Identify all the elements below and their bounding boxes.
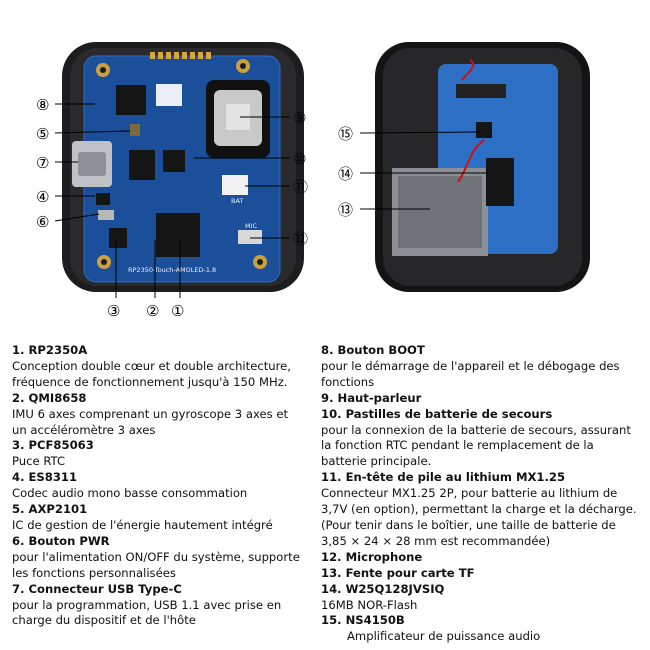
component-description: Amplificateur de puissance audio bbox=[347, 629, 541, 644]
component-title: 11. En-tête de pile au lithium MX1.25 bbox=[321, 470, 566, 485]
mic-label: MIC bbox=[245, 222, 258, 230]
callout-3: ③ bbox=[107, 302, 120, 320]
component-description: Codec audio mono basse consommation bbox=[12, 486, 248, 501]
callout-9: ⑨ bbox=[293, 109, 306, 127]
component-description: Puce RTC bbox=[12, 454, 66, 469]
component-title: 4. ES8311 bbox=[12, 470, 78, 485]
mounting-holes bbox=[96, 59, 267, 269]
component-description: fonctions bbox=[321, 374, 375, 389]
callout-11: ⑪ bbox=[293, 178, 308, 196]
component-description: un accéléromètre 3 axes bbox=[12, 422, 156, 437]
small-ic bbox=[96, 193, 110, 205]
callout-2: ② bbox=[146, 302, 159, 320]
component-title: 14. W25Q128JVSIQ bbox=[321, 581, 445, 596]
component-description: la fonction RTC pendant le remplacement … bbox=[321, 438, 594, 453]
component-title: 8. Bouton BOOT bbox=[321, 343, 425, 357]
callout-1: ① bbox=[171, 302, 184, 320]
callout-8: ⑧ bbox=[36, 96, 49, 114]
callout-7: ⑦ bbox=[36, 154, 49, 172]
board-diagram: RP2350-Touch-AMOLED-1.8 MIC BAT ⑧ bbox=[36, 42, 590, 320]
callout-15: ⑮ bbox=[338, 125, 353, 143]
component-title: 15. NS4150B bbox=[321, 613, 405, 628]
component-description: 3,7V (en option), permettant la charge e… bbox=[321, 502, 637, 517]
callout-10: ⑩ bbox=[293, 150, 306, 168]
logo-mark bbox=[156, 84, 182, 106]
callout-numbers: ⑧ ⑤ ⑦ ④ ⑥ ③ ② ① ⑨ ⑩ ⑪ ⑫ ⑮ ⑭ ⑬ bbox=[36, 96, 353, 320]
callout-14: ⑭ bbox=[338, 165, 353, 183]
component-title: 1. RP2350A bbox=[12, 343, 88, 357]
component-description: fréquence de fonctionnement jusqu'à 150 … bbox=[12, 374, 288, 389]
component-description: IMU 6 axes comprenant un gyroscope 3 axe… bbox=[12, 406, 289, 421]
pcf85063-chip bbox=[109, 228, 127, 248]
bat-label: BAT bbox=[231, 197, 243, 205]
pwr-button bbox=[98, 210, 114, 220]
axp2101-chip bbox=[116, 85, 146, 115]
qmi8658-chip bbox=[163, 150, 185, 172]
component-description: charge du dispositif et de l'hôte bbox=[12, 613, 196, 628]
component-title: 10. Pastilles de batterie de secours bbox=[321, 406, 553, 421]
component-description: Connecteur MX1.25 2P, pour batterie au l… bbox=[321, 486, 618, 501]
flex-connector bbox=[456, 84, 506, 98]
component-description: Conception double cœur et double archite… bbox=[12, 358, 291, 373]
component-description: pour le démarrage de l'appareil et le dé… bbox=[321, 358, 620, 373]
callout-13: ⑬ bbox=[338, 201, 353, 219]
battery-header bbox=[222, 175, 248, 195]
callout-5: ⑤ bbox=[36, 125, 49, 143]
battery-wire bbox=[457, 139, 485, 183]
top-header-pins bbox=[150, 52, 211, 59]
boot-button bbox=[130, 124, 140, 136]
component-description: 16MB NOR-Flash bbox=[321, 597, 418, 612]
board-name-label: RP2350-Touch-AMOLED-1.8 bbox=[128, 266, 216, 274]
w25q128-chip bbox=[486, 158, 514, 206]
rp2350a-chip bbox=[156, 213, 200, 257]
component-title: 13. Fente pour carte TF bbox=[321, 565, 475, 580]
component-description: pour l'alimentation ON/OFF du système, s… bbox=[12, 549, 300, 564]
ns4150b-chip bbox=[476, 122, 492, 138]
back-device bbox=[375, 42, 590, 292]
component-description: IC de gestion de l'énergie hautement int… bbox=[12, 517, 273, 532]
callout-lines bbox=[54, 103, 488, 298]
component-description: 3,85 × 24 × 28 mm est recommandée) bbox=[321, 533, 551, 548]
front-device: RP2350-Touch-AMOLED-1.8 MIC BAT bbox=[62, 42, 304, 292]
component-title: 9. Haut-parleur bbox=[321, 390, 422, 405]
component-title: 7. Connecteur USB Type-C bbox=[12, 581, 182, 596]
component-description: pour la connexion de la batterie de seco… bbox=[321, 422, 631, 437]
component-title: 6. Bouton PWR bbox=[12, 533, 110, 548]
callout-6: ⑥ bbox=[36, 213, 49, 231]
component-description: pour la programmation, USB 1.1 avec pris… bbox=[12, 597, 282, 612]
callout-12: ⑫ bbox=[293, 230, 308, 248]
component-title: 5. AXP2101 bbox=[12, 502, 88, 517]
component-description: les fonctions personnalisées bbox=[12, 565, 176, 580]
microphone bbox=[238, 230, 262, 244]
component-title: 3. PCF85063 bbox=[12, 438, 94, 453]
component-description: (Pour tenir dans le boîtier, une taille … bbox=[321, 517, 616, 532]
es8311-chip bbox=[129, 150, 155, 180]
callout-4: ④ bbox=[36, 188, 49, 206]
component-description: batterie principale. bbox=[321, 454, 432, 469]
component-title: 2. QMI8658 bbox=[12, 390, 87, 405]
component-title: 12. Microphone bbox=[321, 549, 423, 564]
